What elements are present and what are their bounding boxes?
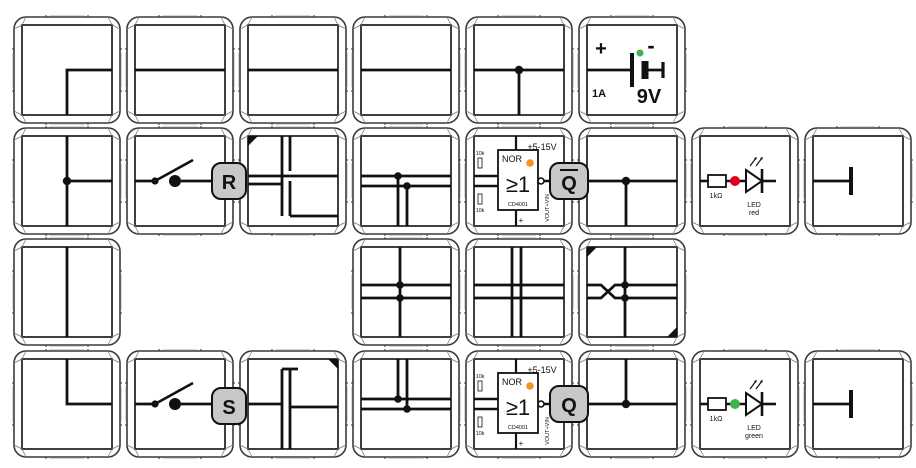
tile-straight-wire	[125, 15, 235, 125]
tile-t-junction	[577, 349, 687, 459]
nor-resistor-top-label: 10k	[476, 374, 485, 380]
nor-symbol-label: ≥1	[506, 172, 530, 197]
tile-terminal	[803, 349, 913, 459]
tile-double-crossing	[464, 237, 574, 347]
tile-crossover	[577, 237, 687, 347]
nor-name-label: NOR	[502, 154, 523, 164]
nor-symbol-label: ≥1	[506, 395, 530, 420]
tile-battery: + - 1A 9V	[577, 15, 687, 125]
nor-indicator-dot	[526, 159, 534, 167]
tile-t-junction	[577, 126, 687, 236]
led-red-label-line2: red	[749, 210, 759, 217]
nor-resistor-top-label: 10k	[476, 151, 485, 157]
battery-indicator-dot	[636, 49, 644, 57]
tile-double-cross-junction	[351, 237, 461, 347]
tile-terminal	[803, 126, 913, 236]
battery-plus-label: +	[595, 38, 607, 60]
nor-resistor-bottom-label: 10k	[476, 208, 485, 214]
tile-led-red: 1kΩ LED red	[690, 126, 800, 236]
led-green-label-line2: green	[745, 433, 763, 440]
tile-corner-wire	[12, 15, 122, 125]
nor-resistor-bottom-label: 10k	[476, 431, 485, 437]
nor-supply-label: +5-15V	[527, 365, 556, 375]
tile-vertical-wire	[12, 237, 122, 347]
s-input-label: S	[222, 397, 235, 419]
nor-chip-label: CD4001	[508, 425, 528, 431]
nor-side-label: VOUT+VIN	[545, 194, 551, 222]
led-red-dot	[730, 176, 740, 186]
battery-minus-label: -	[647, 33, 654, 58]
tile-double-junction	[351, 126, 461, 236]
led-green-resistor-label: 1kΩ	[710, 416, 723, 423]
tile-nor-gate: +5-15V NOR ≥1 CD4001 10k 10k + VOUT+VIN	[464, 349, 574, 459]
q-output-badge: Q	[549, 385, 589, 423]
tile-nor-gate: +5-15V NOR ≥1 CD4001 10k 10k + VOUT+VIN	[464, 126, 574, 236]
q-bar-output-label: Q	[561, 173, 577, 195]
r-input-label: R	[222, 172, 237, 194]
tile-wire-bridge	[238, 126, 348, 236]
nor-name-label: NOR	[502, 377, 523, 387]
tile-wire-bridge	[238, 349, 348, 459]
led-red-label-line1: LED	[747, 202, 761, 209]
led-green-dot	[730, 399, 740, 409]
s-input-badge: S	[211, 387, 247, 425]
q-output-label: Q	[561, 395, 577, 417]
nor-plus-mark: +	[519, 216, 524, 225]
nor-chip-label: CD4001	[508, 202, 528, 208]
nor-indicator-dot	[526, 382, 534, 390]
battery-current-label: 1A	[592, 88, 606, 100]
tile-t-junction	[464, 15, 574, 125]
tile-t-junction	[12, 126, 122, 236]
q-bar-output-badge: Q	[549, 162, 589, 200]
tile-double-junction	[351, 349, 461, 459]
tile-straight-wire	[351, 15, 461, 125]
nor-side-label: VOUT+VIN	[545, 417, 551, 445]
battery-voltage-label: 9V	[637, 86, 662, 108]
r-input-badge: R	[211, 162, 247, 200]
led-red-resistor-label: 1kΩ	[710, 193, 723, 200]
led-green-label-line1: LED	[747, 425, 761, 432]
nor-supply-label: +5-15V	[527, 142, 556, 152]
tile-corner-wire	[12, 349, 122, 459]
tile-straight-wire	[238, 15, 348, 125]
tile-led-green: 1kΩ LED green	[690, 349, 800, 459]
nor-plus-mark: +	[519, 439, 524, 448]
